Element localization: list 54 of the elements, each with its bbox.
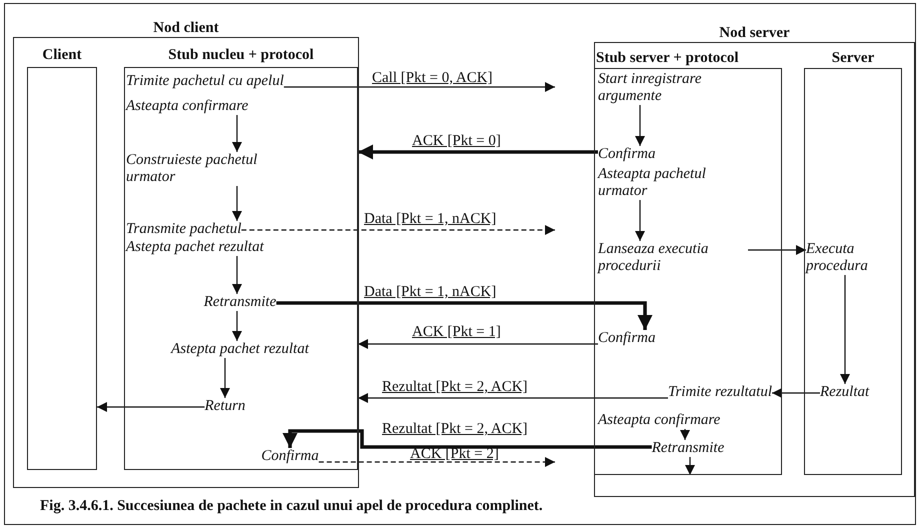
- column-heading: Stub server + protocol: [596, 49, 739, 67]
- edge-label: Data [Pkt = 1, nACK]: [364, 211, 496, 228]
- step-text: Astepta pachet rezultat: [171, 341, 309, 358]
- edge-label: Call [Pkt = 0, ACK]: [372, 70, 493, 87]
- edge-label: Data [Pkt = 1, nACK]: [364, 284, 496, 301]
- arrow: [635, 105, 645, 146]
- step-text: Executa procedura: [806, 241, 898, 275]
- step-text: Asteapta pachetul urmator: [598, 166, 748, 200]
- column-heading: Stub nucleu + protocol: [168, 46, 314, 64]
- arrow: [685, 457, 695, 475]
- step-text: Retransmite: [204, 294, 276, 311]
- arrow: [635, 200, 645, 241]
- arrow: [772, 388, 820, 398]
- step-text: Retransmite: [652, 440, 724, 457]
- edge-label: ACK [Pkt = 1]: [412, 324, 501, 341]
- figure-caption: Fig. 3.4.6.1. Succesiunea de pachete in cazul unui apel de procedura complinet.: [40, 498, 543, 515]
- arrow: [680, 429, 690, 440]
- arrow: [232, 186, 242, 221]
- step-text: Astepta pachet rezultat: [126, 239, 264, 256]
- arrow: [358, 339, 598, 349]
- step-text: Return: [204, 398, 246, 415]
- dashed-arrow: [241, 225, 555, 235]
- step-text: Confirma: [261, 448, 319, 465]
- arrow: [97, 402, 205, 412]
- step-text: Asteapta confirmare: [126, 98, 248, 115]
- node-heading: Nod server: [719, 24, 790, 42]
- thick-arrow: [358, 144, 598, 160]
- step-text: Confirma: [598, 330, 656, 347]
- column-heading: Server: [832, 49, 874, 67]
- edge-label: Rezultat [Pkt = 2, ACK]: [382, 379, 528, 396]
- thick-arrow: [276, 301, 652, 330]
- column-heading: Client: [42, 46, 82, 64]
- step-text: Asteapta confirmare: [598, 412, 720, 429]
- step-text: Lanseaza executia procedurii: [598, 241, 748, 275]
- dashed-arrow: [318, 457, 555, 467]
- step-text: Confirma: [598, 146, 656, 163]
- step-text: Rezultat: [820, 384, 870, 401]
- arrow: [748, 245, 806, 255]
- edge-label: Rezultat [Pkt = 2, ACK]: [382, 421, 528, 438]
- thick-arrow: [282, 429, 652, 449]
- step-text: Start inregistrare argumente: [598, 71, 748, 105]
- step-text: Transmite pachetul: [126, 221, 242, 238]
- arrow: [232, 256, 242, 294]
- arrow: [232, 311, 242, 341]
- node-heading: Nod client: [153, 19, 219, 37]
- arrow: [840, 275, 850, 384]
- arrow: [284, 82, 555, 92]
- arrow: [220, 358, 230, 398]
- arrow: [358, 393, 668, 403]
- arrow: [232, 115, 242, 152]
- step-text: Trimite pachetul cu apelul: [126, 73, 284, 90]
- step-text: Construieste pachetul urmator: [126, 152, 286, 186]
- edge-label: ACK [Pkt = 0]: [412, 133, 501, 150]
- step-text: Trimite rezultatul: [668, 384, 772, 401]
